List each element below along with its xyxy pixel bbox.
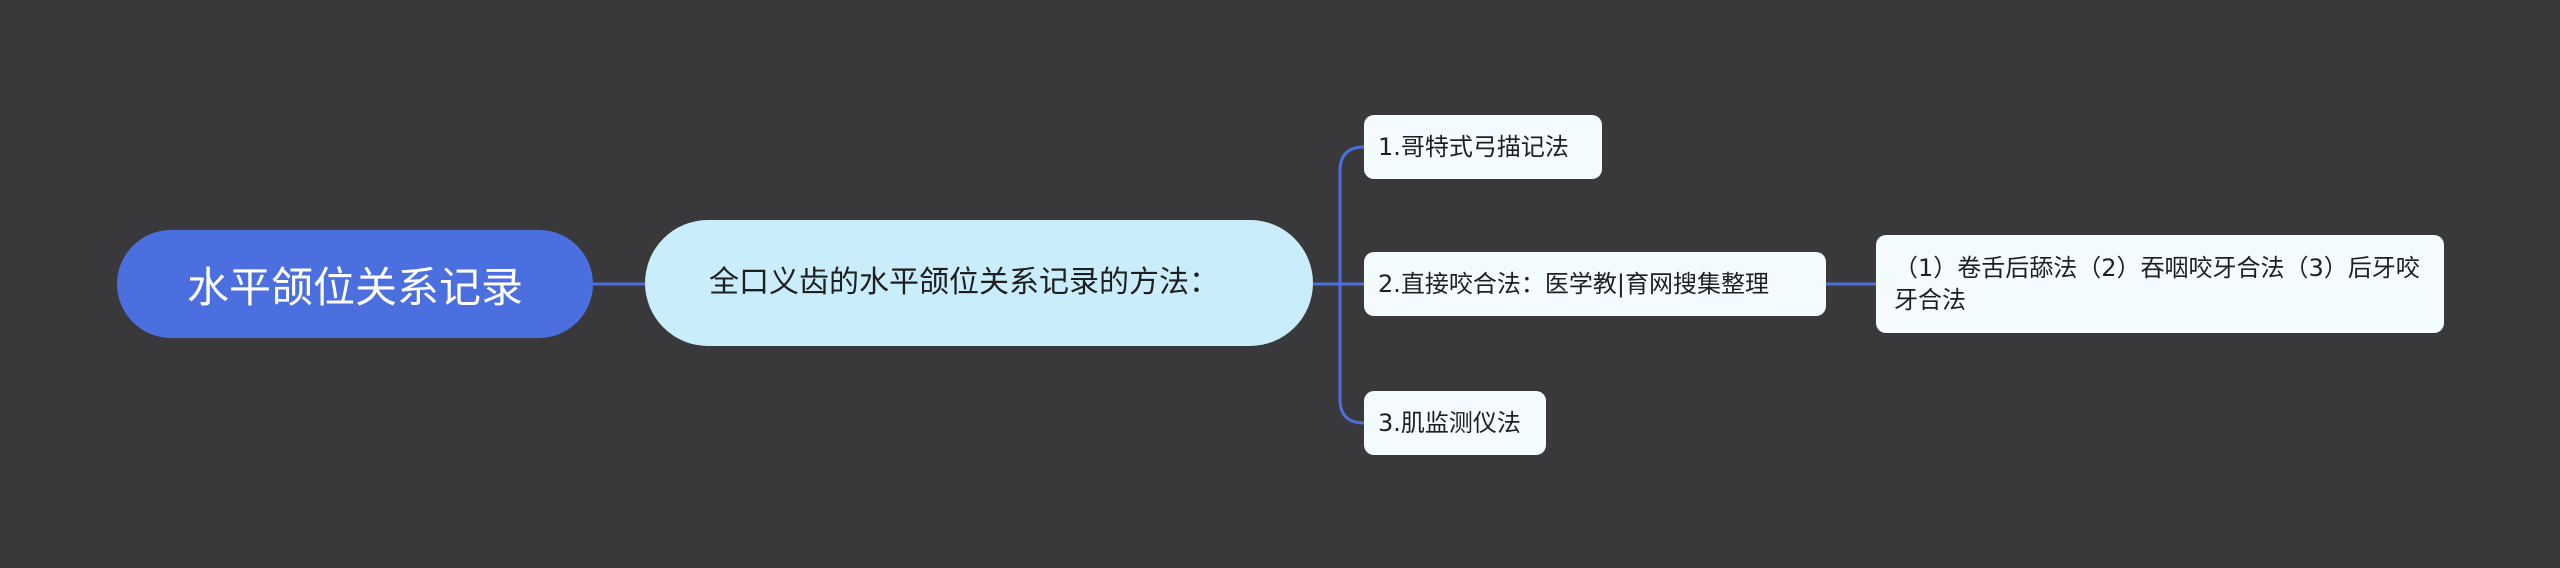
branch-topic-3[interactable]: 3.肌监测仪法 <box>1364 391 1546 455</box>
branch-topic-label: 1.哥特式弓描记法 <box>1378 133 1569 161</box>
main-topic-label: 全口义齿的水平颌位关系记录的方法： <box>709 265 1219 300</box>
branch-topic-label: 2.直接咬合法：医学教|育网搜集整理 <box>1378 270 1769 298</box>
branch-topic-2[interactable]: 2.直接咬合法：医学教|育网搜集整理 <box>1364 252 1826 316</box>
root-topic[interactable]: 水平颌位关系记录 <box>117 230 593 338</box>
branch-topic-1[interactable]: 1.哥特式弓描记法 <box>1364 115 1602 179</box>
main-topic[interactable]: 全口义齿的水平颌位关系记录的方法： <box>645 220 1313 346</box>
root-topic-label: 水平颌位关系记录 <box>186 262 523 312</box>
branch-topic-label: 3.肌监测仪法 <box>1378 409 1521 437</box>
connector-to-branch-3 <box>1338 284 1365 425</box>
connector-to-branch-1 <box>1338 145 1365 284</box>
sub-topic[interactable]: （1）卷舌后舔法（2）吞咽咬牙合法（3）后牙咬牙合法 <box>1876 235 2444 333</box>
sub-topic-label: （1）卷舌后舔法（2）吞咽咬牙合法（3）后牙咬牙合法 <box>1894 254 2420 314</box>
